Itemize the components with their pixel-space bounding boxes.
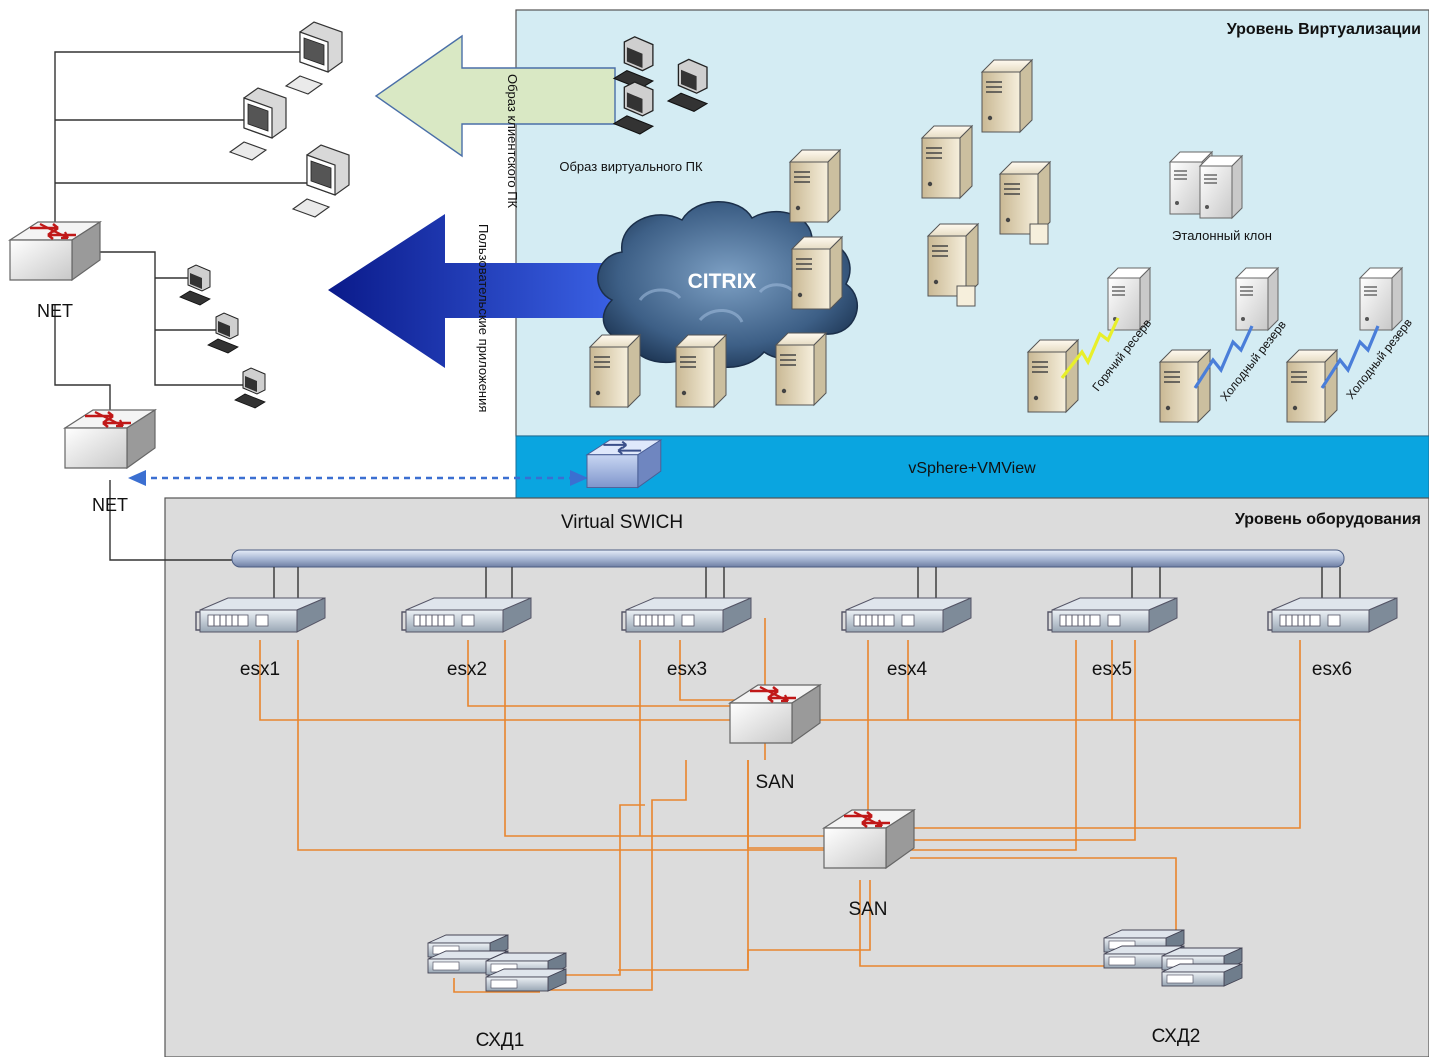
client-image-arrow: Образ клиентского ПК [374,34,616,209]
citrix-label: CITRIX [688,270,757,293]
server-tower-icon [927,223,979,297]
storage-1-label: СХД1 [476,1030,525,1051]
esx-host-label: esx1 [240,659,280,680]
rack-server-icon [1047,597,1178,633]
server-tower-icon [1359,267,1403,331]
rack-server-icon [195,597,326,633]
esx-host-label: esx6 [1312,659,1352,680]
virtual-pc-image-label: Образ виртуального ПК [559,159,703,174]
fc-links [259,618,1301,993]
net-top-label: NET [37,301,73,321]
hardware-layer-title: Уровень оборудования [1235,511,1421,528]
server-tower-icon [791,236,843,310]
document-icon [956,285,976,307]
network-switch-icon [8,220,102,282]
user-apps-arrow: Пользовательские приложения [328,214,620,412]
storage-2-label: СХД2 [1152,1026,1201,1047]
client-network-wires [54,51,310,561]
server-tower-icon [675,334,727,408]
virtual-link [128,470,588,486]
lightning-link-icon [1060,317,1120,379]
esx-host-label: esx5 [1092,659,1132,680]
lightning-link-icon [1193,325,1254,389]
server-tower-icon [981,59,1033,133]
document-icon [1029,223,1049,245]
san-2-label: SAN [848,899,887,920]
server-tower-icon [775,332,827,406]
rack-server-icon [621,597,752,633]
user-apps-arrow-label: Пользовательские приложения [476,224,491,412]
esx-host-label: esx2 [447,659,487,680]
cloud-icon [597,201,858,368]
san-1-label: SAN [755,772,794,793]
workstation-icon [234,367,266,409]
virtualization-layer-title: Уровень Виртуализации [1227,21,1421,38]
server-tower-icon [1027,339,1079,413]
rack-server-icon [841,597,972,633]
server-tower-icon [921,125,973,199]
workstation-icon [229,87,287,161]
rack-server-icon [1267,597,1398,633]
esx-host-label: esx4 [887,659,928,680]
vsphere-bar-label: vSphere+VMView [908,460,1036,477]
net-bottom-label: NET [92,495,128,515]
backbone-drops [273,567,1341,598]
server-tower-icon [1235,267,1279,331]
lightning-link-icon [1320,325,1380,389]
server-tower-icon [589,334,641,408]
server-tower-icon [999,161,1051,235]
vsphere-bar [515,435,1429,499]
server-tower-icon [1199,155,1243,219]
reference-clone-label: Эталонный клон [1172,228,1272,243]
server-tower-icon [1286,349,1338,423]
server-tower-icon [789,149,841,223]
workstation-icon [179,264,211,306]
virtual-switch-icon [585,439,663,489]
network-backbone [231,549,1345,568]
network-switch-icon [63,408,157,470]
workstation-icon [285,21,343,95]
workstation-icon [292,144,350,218]
server-tower-icon [1159,349,1211,423]
esx-host-label: esx3 [667,659,707,680]
client-image-arrow-label: Образ клиентского ПК [505,74,520,209]
rack-server-icon [401,597,532,633]
workstation-icon [207,312,239,354]
virtual-switch-label: Virtual SWICH [561,512,683,533]
